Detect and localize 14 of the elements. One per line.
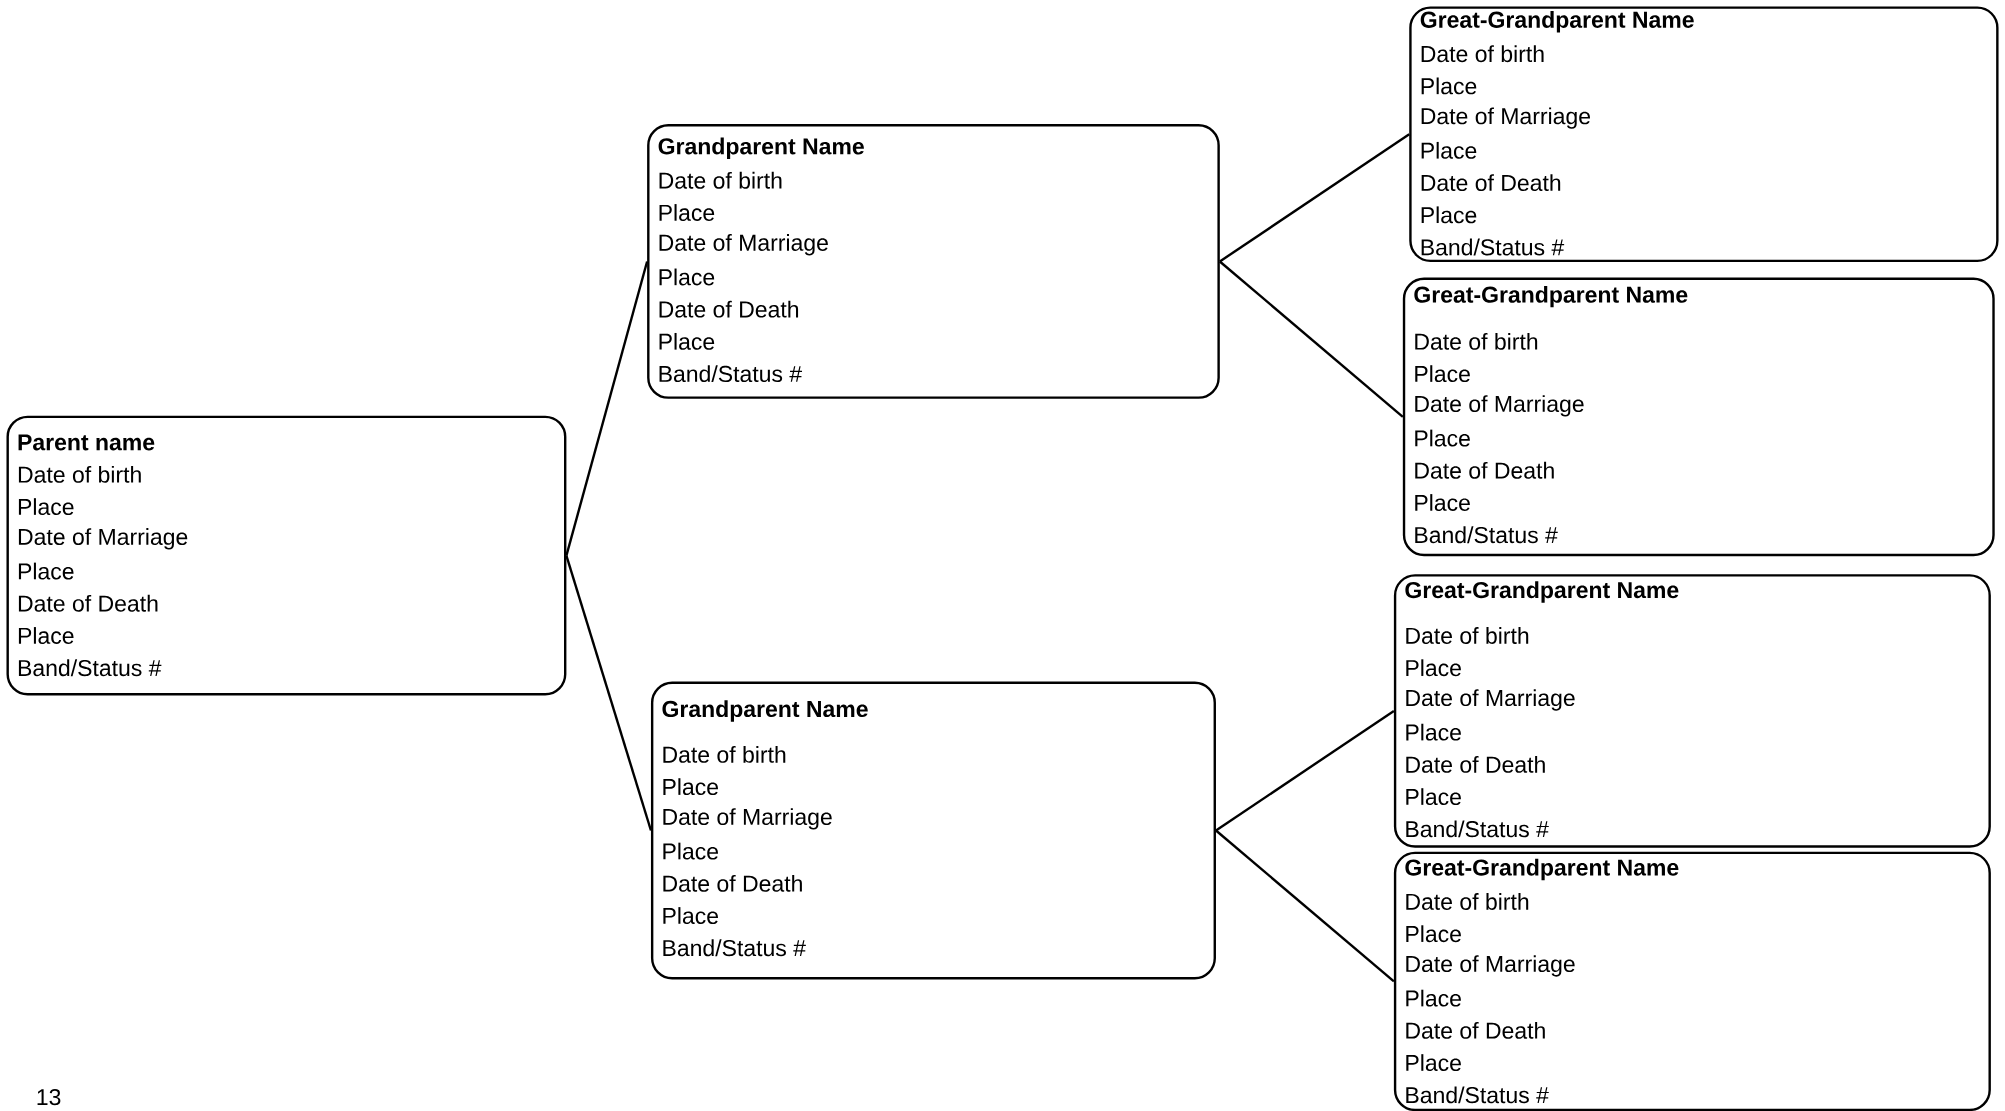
- person-box: Great-Grandparent Name Date of birth Place Date of Marriage Place Date of Death Place Band/Status #: [1409, 6, 1999, 263]
- connector-line: [1215, 709, 1395, 832]
- connector-line: [1219, 260, 1404, 418]
- connector-line: [565, 261, 649, 556]
- connector-line: [1215, 829, 1395, 983]
- connector-line: [1219, 133, 1410, 263]
- person-box: Parent name Date of birth Place Date of Marriage Place Date of Death Place Band/Status #: [6, 415, 567, 696]
- person-box: Great-Grandparent Name Date of birth Place Date of Marriage Place Date of Death Place Band/Status #: [1393, 851, 1991, 1111]
- person-box: Grandparent Name Date of birth Place Date of Marriage Place Date of Death Place Band/Status #: [650, 681, 1216, 980]
- person-box: Grandparent Name Date of birth Place Date of Marriage Place Date of Death Place Band/Status #: [647, 124, 1220, 399]
- page-number: 13: [37, 1089, 61, 1106]
- person-box: Great-Grandparent Name Date of birth Place Date of Marriage Place Date of Death Place Band/Status #: [1402, 277, 1995, 557]
- connector-line: [565, 555, 653, 831]
- person-box: Great-Grandparent Name Date of birth Place Date of Marriage Place Date of Death Place Band/Status #: [1393, 574, 1991, 848]
